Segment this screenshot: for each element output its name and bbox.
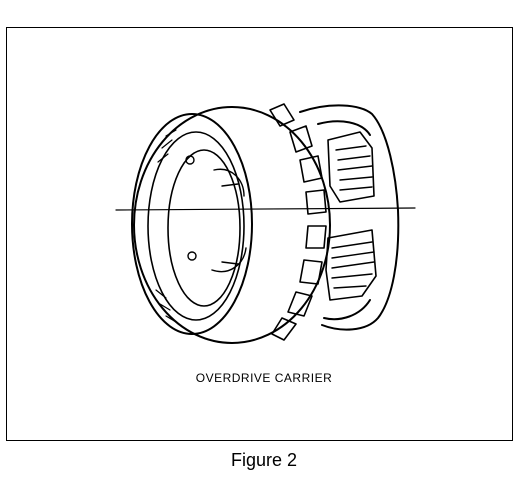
figure-frame bbox=[6, 27, 513, 441]
figure-caption: Figure 2 bbox=[230, 450, 298, 470]
inner-hub-detail bbox=[211, 168, 247, 273]
rim-shading bbox=[155, 129, 177, 323]
planet-gear-lower bbox=[325, 229, 377, 301]
bore-hole-lower bbox=[187, 251, 197, 261]
gear-teeth bbox=[269, 103, 327, 341]
front-face-outer bbox=[131, 113, 253, 335]
front-face-inner bbox=[147, 131, 245, 321]
part-label: OVERDRIVE CARRIER bbox=[195, 371, 333, 385]
bore-opening bbox=[167, 149, 241, 307]
planet-gear-upper bbox=[327, 131, 375, 203]
bore-hole-upper bbox=[185, 155, 195, 165]
rear-housing-inner bbox=[317, 120, 371, 321]
rear-housing-outline bbox=[299, 104, 400, 331]
outer-gear-ring bbox=[133, 106, 331, 344]
center-axis-line bbox=[115, 207, 416, 211]
